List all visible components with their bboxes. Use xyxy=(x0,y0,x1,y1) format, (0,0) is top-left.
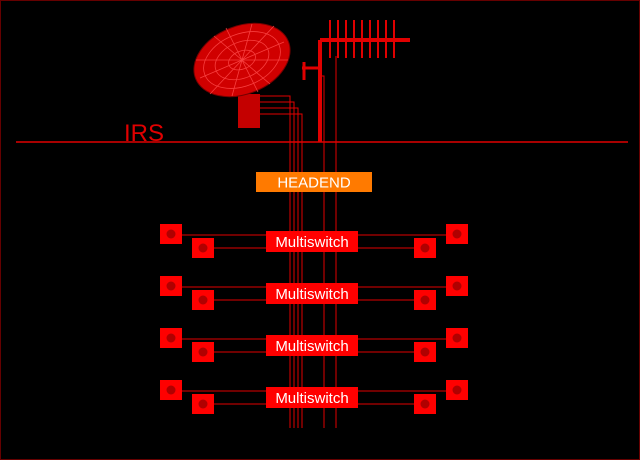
feed-cables xyxy=(260,56,337,428)
multiswitch-box xyxy=(266,283,358,304)
multiswitch-box xyxy=(266,387,358,408)
multiswitch-row-2: Multiswitch xyxy=(160,276,468,310)
multiswitch-label: Multiswitch xyxy=(275,286,348,303)
irs-label: IRS xyxy=(124,120,164,147)
multiswitch-label: Multiswitch xyxy=(275,234,348,251)
multiswitch-row-3: Multiswitch xyxy=(160,328,468,362)
multiswitch-box xyxy=(266,335,358,356)
multiswitch-label: Multiswitch xyxy=(275,390,348,407)
multiswitch-row-1: Multiswitch xyxy=(160,224,468,258)
multiswitch-box xyxy=(266,231,358,252)
multiswitch-row-4: Multiswitch xyxy=(160,380,468,414)
satellite-dish-icon xyxy=(193,22,291,128)
multiswitch-label: Multiswitch xyxy=(275,338,348,355)
yagi-antenna-icon xyxy=(302,20,410,142)
headend-box: HEADEND xyxy=(256,172,372,192)
headend-label: HEADEND xyxy=(277,175,351,192)
